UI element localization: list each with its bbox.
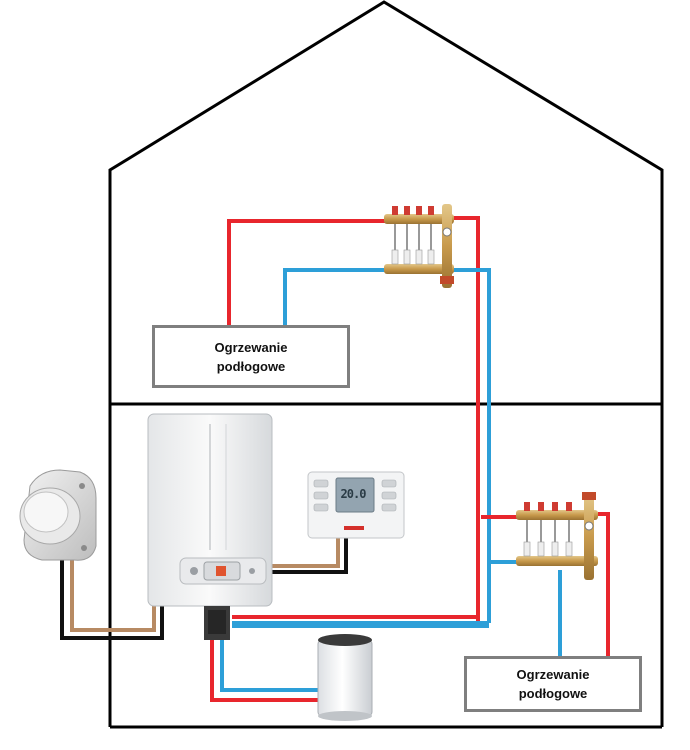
- heating-label-line1: Ogrzewanie: [516, 667, 590, 682]
- sensor-wire: [60, 555, 164, 640]
- tank-supply-pipe: [210, 638, 320, 702]
- lower-floor-heating-label: Ogrzewanie podłogowe: [464, 656, 642, 712]
- tank-return-pipe: [220, 638, 320, 692]
- lower-return-pipe: [232, 560, 562, 656]
- thermostat-wire: [270, 538, 348, 574]
- heating-label-line1: Ogrzewanie: [214, 339, 288, 355]
- manifold-icon: [384, 204, 454, 288]
- upper-floor-heating-label: Ogrzewanie podłogowe: [152, 325, 350, 388]
- heating-label-line2: podłogowe: [518, 686, 588, 701]
- upper-return-pipe: [283, 268, 491, 623]
- house-outline-icon: [108, 0, 664, 729]
- thermostat-icon: [307, 471, 405, 539]
- manifold-icon: [516, 492, 598, 580]
- hot-water-tank-icon: [317, 634, 373, 721]
- heating-label-line2: podłogowe: [216, 358, 286, 374]
- outdoor-sensor-icon: [19, 469, 97, 561]
- thermostat-display: 20.0: [340, 487, 367, 501]
- boiler-icon: [147, 413, 273, 640]
